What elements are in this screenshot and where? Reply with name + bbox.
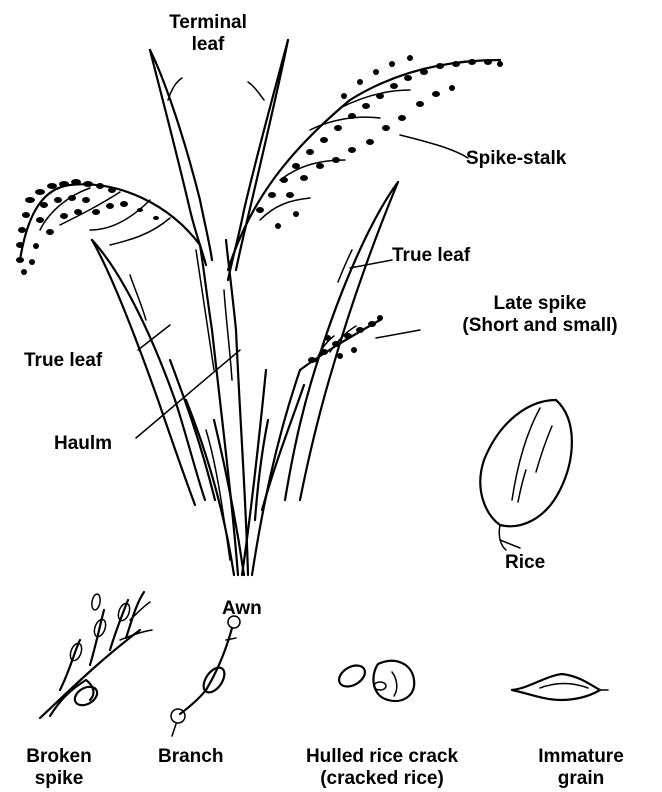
label-true-leaf-left: True leaf xyxy=(24,350,102,372)
lower-leaves xyxy=(170,250,304,520)
immature-grain xyxy=(512,674,608,700)
true-leaf-left xyxy=(92,240,205,505)
label-hulled-rice-crack: Hulled rice crack (cracked rice) xyxy=(282,746,482,790)
label-late-spike-line2: (Short and small) xyxy=(420,315,660,337)
label-terminal-leaf-line1: Terminal xyxy=(158,12,258,34)
leader-true-leaf-right xyxy=(350,260,392,268)
true-leaf-right xyxy=(285,182,398,500)
branch xyxy=(171,616,240,736)
label-hulled-rice-crack-line2: (cracked rice) xyxy=(282,768,482,790)
cracked-rice xyxy=(335,661,414,701)
broken-spike xyxy=(40,592,152,718)
label-broken-spike-line1: Broken xyxy=(4,746,114,768)
label-late-spike: Late spike (Short and small) xyxy=(420,293,660,337)
label-terminal-leaf-line2: leaf xyxy=(158,34,258,56)
label-broken-spike-line2: spike xyxy=(4,768,114,790)
label-hulled-rice-crack-line1: Hulled rice crack xyxy=(282,746,482,768)
label-branch: Branch xyxy=(158,746,223,768)
label-immature-grain-line1: Immature xyxy=(526,746,636,768)
terminal-leaf xyxy=(150,40,288,280)
label-immature-grain-line2: grain xyxy=(526,768,636,790)
label-late-spike-line1: Late spike xyxy=(420,293,660,315)
label-broken-spike: Broken spike xyxy=(4,746,114,790)
rice-grain xyxy=(480,400,572,550)
late-spike xyxy=(300,315,383,370)
haulm-stems xyxy=(186,240,300,575)
label-rice: Rice xyxy=(505,552,545,574)
label-true-leaf-right: True leaf xyxy=(392,245,470,267)
label-immature-grain: Immature grain xyxy=(526,746,636,790)
label-awn: Awn xyxy=(222,598,262,620)
leader-spike-stalk xyxy=(400,135,468,158)
leader-late-spike xyxy=(376,330,420,338)
label-haulm: Haulm xyxy=(54,433,112,455)
label-spike-stalk: Spike-stalk xyxy=(466,148,566,170)
label-terminal-leaf: Terminal leaf xyxy=(158,12,258,56)
leader-haulm xyxy=(136,350,240,438)
